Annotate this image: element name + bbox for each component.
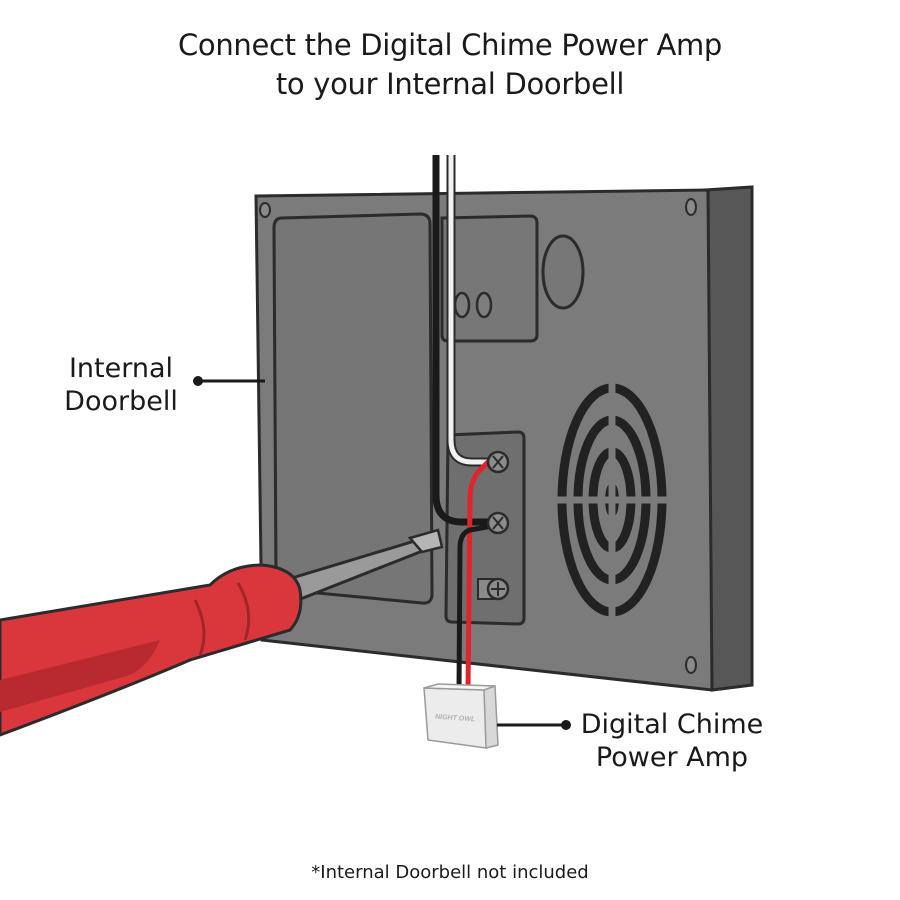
footnote: *Internal Doorbell not included: [311, 862, 589, 883]
screwdriver-handle-groove-2: [236, 582, 251, 641]
wire-black-to-amp: [456, 523, 493, 691]
round-knob: [541, 234, 585, 310]
power-amp-label: Digital Chime Power Amp: [572, 708, 772, 774]
top-control-block: [440, 214, 539, 343]
doorbell-label-line-2: Doorbell: [64, 386, 178, 417]
left-recessed-panel: [272, 212, 434, 605]
doorbell-label-line-1: Internal: [68, 353, 174, 384]
terminal-screw-top: [486, 450, 510, 474]
amp-label-line-1: Digital Chime: [580, 709, 764, 740]
diagram-title: Connect the Digital Chime Power Amp to y…: [0, 26, 900, 104]
corner-hole-top-right: [685, 198, 697, 216]
amp-leader-dot: [561, 720, 571, 730]
screwdriver-handle-groove: [193, 599, 206, 656]
title-line-1: Connect the Digital Chime Power Amp: [177, 28, 723, 62]
amp-label-line-2: Power Amp: [595, 742, 749, 773]
speaker-spokes: [555, 380, 670, 620]
internal-doorbell-label: Internal Doorbell: [46, 352, 196, 418]
amp-logo: NIGHT OWL: [435, 714, 475, 724]
amp-box-top: [423, 683, 496, 691]
screwdriver-tip: [407, 528, 444, 554]
button-right: [475, 291, 493, 319]
title-line-2: to your Internal Doorbell: [275, 67, 625, 101]
button-left: [453, 291, 471, 319]
corner-hole-bottom-right: [685, 656, 697, 674]
screwdriver-handle-shade: [0, 640, 160, 712]
wire-red-to-amp: [465, 456, 494, 691]
wire-black-incoming: [432, 155, 490, 526]
corner-hole-top-left: [259, 202, 271, 218]
terminal-screw-middle: [486, 511, 510, 535]
terminal-screw-bottom: [477, 577, 510, 601]
